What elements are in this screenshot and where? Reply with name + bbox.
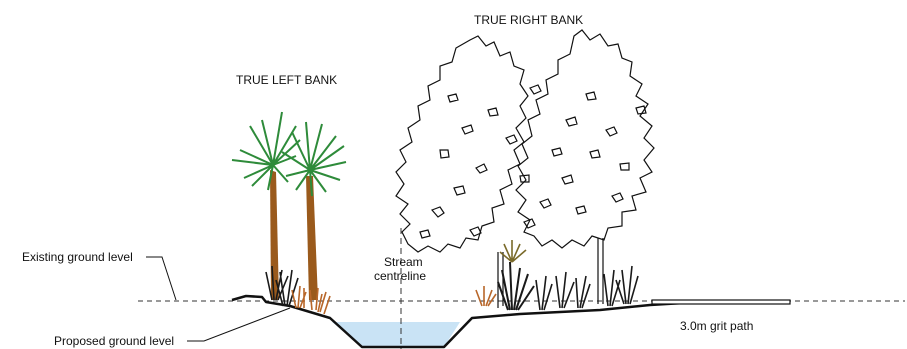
true-right-bank-label: TRUE RIGHT BANK — [474, 13, 583, 27]
grit-path-label: 3.0m grit path — [680, 319, 753, 333]
true-left-bank-label: TRUE LEFT BANK — [236, 73, 337, 87]
stream-water — [332, 322, 460, 347]
existing-ground-label: Existing ground level — [22, 250, 133, 264]
centreline-label: centreline — [374, 269, 426, 283]
label-leaders — [146, 256, 291, 342]
deciduous-tree-outline-icon — [395, 29, 655, 308]
stream-label: Stream — [384, 255, 423, 269]
proposed-ground-label: Proposed ground level — [54, 334, 174, 348]
proposed-ground-profile — [231, 294, 790, 349]
tussock-grass-icon — [265, 240, 639, 315]
grit-path-slab — [651, 299, 791, 305]
cabbage-tree-icon — [231, 111, 347, 300]
